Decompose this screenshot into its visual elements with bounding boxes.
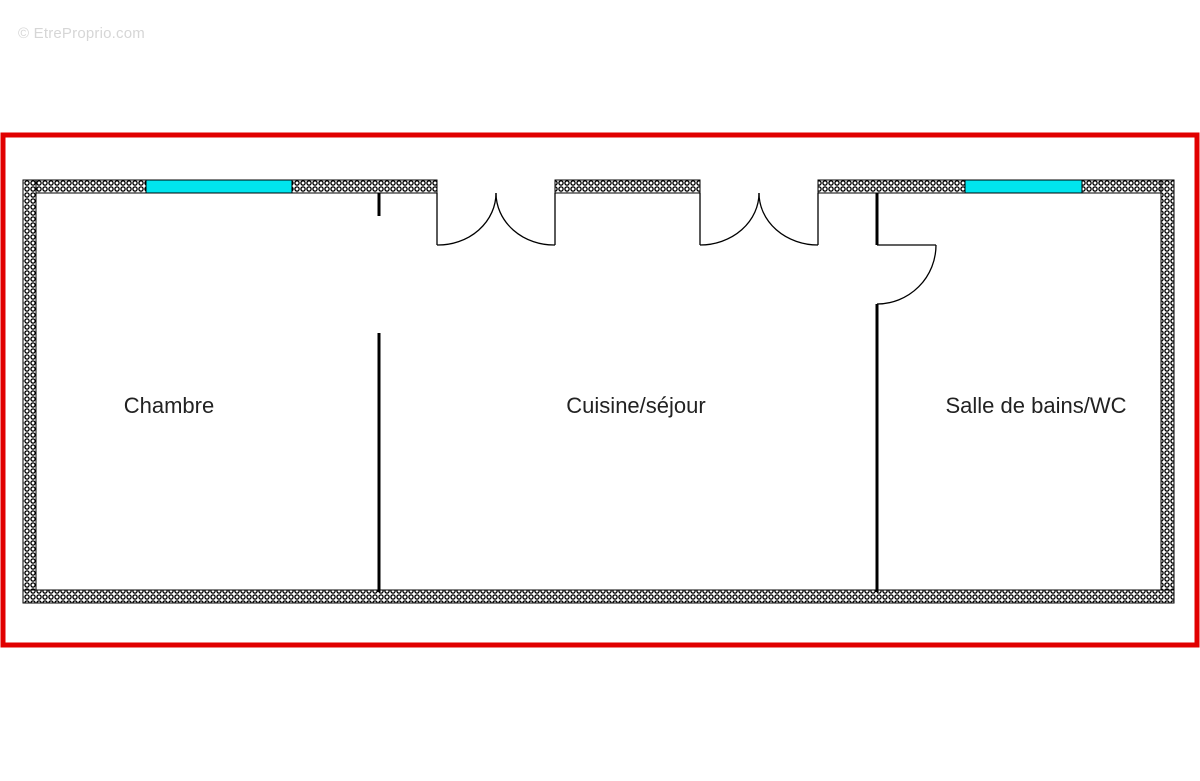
window-salle-de-bains	[964, 179, 1083, 194]
watermark-text: © EtreProprio.com	[18, 25, 145, 42]
wall-top-middle	[554, 179, 701, 194]
door-bathroom	[876, 244, 937, 305]
wall-bottom	[22, 589, 1175, 604]
wall-left	[22, 179, 37, 604]
wall-right	[1160, 179, 1175, 604]
room-label-cuisine-sejour: Cuisine/séjour	[566, 393, 705, 418]
room-label-chambre: Chambre	[124, 393, 214, 418]
window-chambre	[145, 179, 293, 194]
room-label-salle-de-bains-wc: Salle de bains/WC	[946, 393, 1127, 418]
door-balcony-double	[699, 192, 819, 246]
plan-frame	[0, 132, 1200, 648]
door-entrance-double	[436, 192, 556, 246]
